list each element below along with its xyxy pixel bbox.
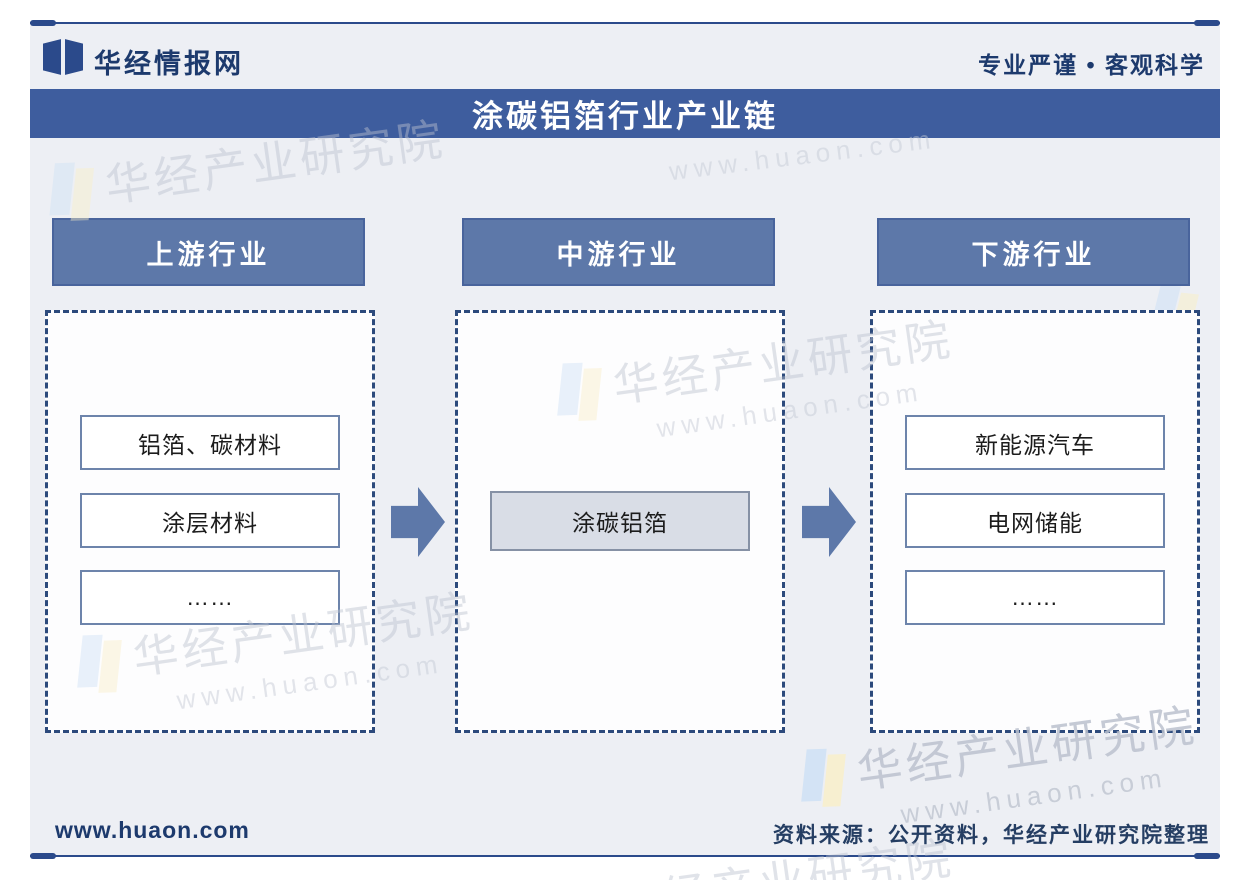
column-header-midstream: 中游行业 bbox=[462, 218, 775, 286]
footer-website: www.huaon.com bbox=[55, 817, 250, 843]
item-box: 涂层材料 bbox=[80, 493, 340, 548]
title-bar: 涂碳铝箔行业产业链 bbox=[30, 89, 1220, 138]
column-header-upstream: 上游行业 bbox=[52, 218, 365, 286]
brand-tagline: 专业严谨 • 客观科学 bbox=[978, 52, 1205, 78]
item-box: 电网储能 bbox=[905, 493, 1165, 548]
footer-source: 资料来源：公开资料，华经产业研究院整理 bbox=[773, 824, 1210, 847]
rule-cap bbox=[1194, 20, 1220, 26]
top-rule bbox=[30, 20, 1220, 26]
panel-downstream: 新能源汽车 电网储能 …… bbox=[870, 310, 1200, 733]
page-title: 涂碳铝箔行业产业链 bbox=[472, 99, 778, 134]
panel-midstream: 涂碳铝箔 bbox=[455, 310, 785, 733]
item-box: …… bbox=[905, 570, 1165, 625]
brand-name: 华经情报网 bbox=[94, 49, 244, 79]
bottom-rule bbox=[30, 853, 1220, 859]
item-box: 新能源汽车 bbox=[905, 415, 1165, 470]
rule-cap bbox=[1194, 853, 1220, 859]
panel-upstream: 铝箔、碳材料 涂层材料 …… bbox=[45, 310, 375, 733]
brand-logo-icon bbox=[43, 39, 83, 75]
item-box-highlight: 涂碳铝箔 bbox=[490, 491, 750, 551]
column-header-downstream: 下游行业 bbox=[877, 218, 1190, 286]
item-box: …… bbox=[80, 570, 340, 625]
item-box: 铝箔、碳材料 bbox=[80, 415, 340, 470]
rule-cap bbox=[30, 853, 56, 859]
rule-cap bbox=[30, 20, 56, 26]
